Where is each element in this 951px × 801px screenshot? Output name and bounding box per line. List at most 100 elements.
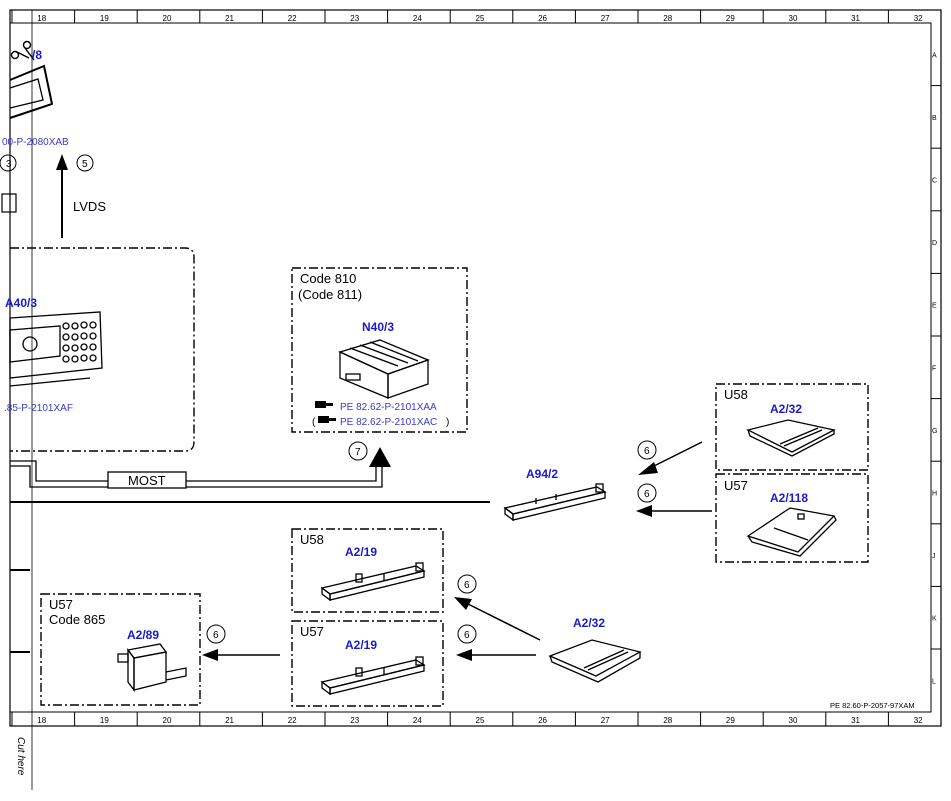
cut-here-label: Cut here xyxy=(15,737,26,776)
amplifier-code-811: (Code 811) xyxy=(298,287,362,302)
row-label: K xyxy=(932,616,937,623)
svg-text:5: 5 xyxy=(82,159,88,170)
column-label: 25 xyxy=(476,716,485,725)
column-label: 24 xyxy=(413,716,422,725)
arrow-head-tuner-u58 xyxy=(454,597,472,610)
most-bus-label: MOST xyxy=(128,473,166,488)
column-label: 31 xyxy=(851,716,860,725)
svg-text:6: 6 xyxy=(464,580,470,591)
row-label: J xyxy=(932,553,936,560)
callout-circle-left: 3 xyxy=(0,154,17,172)
column-label: 19 xyxy=(100,716,109,725)
column-label: 23 xyxy=(350,14,359,23)
receiver-icon xyxy=(503,483,607,522)
tuner-box-u57 xyxy=(291,620,444,707)
tuner-u57-variant: U57 xyxy=(300,624,324,639)
partial-connector xyxy=(1,193,17,213)
module-part: A2/89 xyxy=(127,628,159,642)
module-code: Code 865 xyxy=(49,612,105,627)
arrow-head-tuner-u57 xyxy=(456,649,472,661)
head-unit-doc-link[interactable]: .85-P-2101XAF xyxy=(4,403,73,414)
arrow-head-module xyxy=(202,649,218,661)
head-unit-label: A40/3 xyxy=(5,296,37,310)
column-label: 25 xyxy=(476,14,485,23)
amplifier-doc-link-1[interactable]: PE 82.62-P-2101XAA xyxy=(340,402,437,413)
row-label: A xyxy=(932,52,937,59)
head-unit-icon xyxy=(9,311,103,387)
display-unit-icon xyxy=(9,64,54,119)
row-label: C xyxy=(932,178,937,185)
svg-text:6: 6 xyxy=(464,630,470,641)
antenna-a2-118-icon xyxy=(746,507,837,557)
tuner-u57-part: A2/19 xyxy=(345,638,377,652)
lvds-arrow-head xyxy=(56,154,68,170)
tuner-a2-19-top-icon xyxy=(320,562,426,602)
column-label: 30 xyxy=(789,14,798,23)
column-label: 29 xyxy=(726,14,735,23)
module-variant: U57 xyxy=(49,597,73,612)
column-label: 21 xyxy=(225,716,234,725)
column-label: 20 xyxy=(163,14,172,23)
column-label: 32 xyxy=(914,14,923,23)
arrow-head-u57 xyxy=(636,505,652,517)
lvds-signal-label: LVDS xyxy=(73,199,106,214)
column-label: 20 xyxy=(163,716,172,725)
svg-text:7: 7 xyxy=(355,447,361,458)
module-box-u57 xyxy=(40,593,201,706)
manual-link-icon xyxy=(315,401,336,423)
callout-circle-6-a: 6 xyxy=(637,440,657,460)
drawing-reference: PE 82.60-P-2057-97XAM xyxy=(830,701,915,710)
column-label: 30 xyxy=(789,716,798,725)
amplifier-doc-link-2[interactable]: PE 82.62-P-2101XAC xyxy=(340,417,437,428)
module-a2-89-icon xyxy=(117,643,187,692)
amplifier-frame xyxy=(291,267,468,433)
callout-circle-6-d: 6 xyxy=(457,624,477,644)
column-label: 21 xyxy=(225,14,234,23)
column-label: 22 xyxy=(288,716,297,725)
row-label: B xyxy=(932,115,937,122)
tuner-a2-19-bottom-icon xyxy=(320,656,426,696)
most-bus-box xyxy=(107,471,187,489)
callout-circle-5: 5 xyxy=(76,154,94,172)
svg-text:6: 6 xyxy=(644,446,650,457)
svg-text:6: 6 xyxy=(644,489,650,500)
antenna-box-u58 xyxy=(715,383,869,471)
antenna-u58-part: A2/32 xyxy=(770,402,802,416)
column-label: 26 xyxy=(538,716,547,725)
svg-text:6: 6 xyxy=(213,630,219,641)
sheet-frame xyxy=(9,9,942,727)
column-label: 27 xyxy=(601,14,610,23)
antenna-u57-part: A2/118 xyxy=(770,491,808,505)
display-ref-label: /8 xyxy=(32,48,42,62)
antenna-u58-variant: U58 xyxy=(724,387,748,402)
row-label: G xyxy=(932,428,937,435)
display-doc-link[interactable]: 00-P-2080XAB xyxy=(2,137,69,148)
row-label: H xyxy=(932,491,937,498)
scissors-icon xyxy=(10,40,35,61)
head-unit-frame xyxy=(10,247,195,452)
column-label: 27 xyxy=(601,716,610,725)
amplifier-doc-link-2-close: ) xyxy=(446,417,449,428)
svg-text:3: 3 xyxy=(6,159,12,170)
amplifier-code-810: Code 810 xyxy=(300,271,356,286)
most-arrow-head xyxy=(369,447,391,467)
callout-circle-6-e: 6 xyxy=(206,624,226,644)
callout-circle-6-b: 6 xyxy=(637,483,657,503)
column-label: 31 xyxy=(851,14,860,23)
antenna-bottom-part: A2/32 xyxy=(573,616,605,630)
antenna-a2-32-icon xyxy=(746,419,836,457)
row-label: E xyxy=(932,303,937,310)
column-label: 19 xyxy=(100,14,109,23)
column-label: 28 xyxy=(663,14,672,23)
antenna-box-u57 xyxy=(715,473,869,563)
antenna-u57-variant: U57 xyxy=(724,478,748,493)
column-label: 22 xyxy=(288,14,297,23)
row-label: F xyxy=(932,365,936,372)
row-label: D xyxy=(932,240,937,247)
column-label: 18 xyxy=(37,14,46,23)
column-label: 23 xyxy=(350,716,359,725)
arrow-head-u58 xyxy=(638,462,658,475)
